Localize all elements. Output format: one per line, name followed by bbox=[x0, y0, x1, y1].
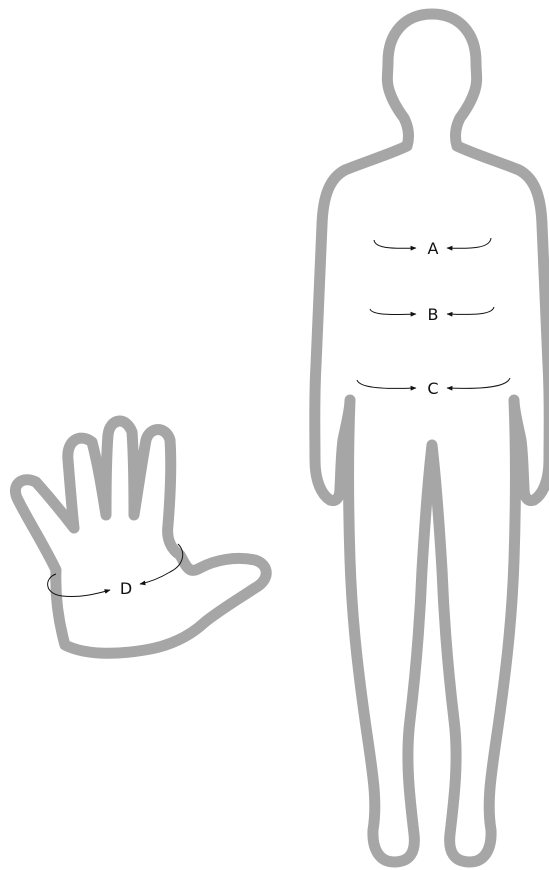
measurement-c-right-arrow bbox=[447, 378, 510, 388]
hand-silhouette bbox=[15, 421, 266, 653]
measurement-c-label: C bbox=[427, 379, 438, 398]
body-silhouette bbox=[315, 14, 549, 862]
measurement-a-left-arrow bbox=[374, 240, 416, 248]
measurement-b-right-arrow bbox=[447, 307, 494, 314]
measurement-b-label: B bbox=[428, 305, 439, 324]
measurement-b-left-arrow bbox=[370, 309, 416, 314]
measurement-c-left-arrow bbox=[357, 380, 416, 388]
measurement-a-label: A bbox=[428, 239, 439, 258]
measurement-a-right-arrow bbox=[447, 238, 491, 248]
measurement-d-label: D bbox=[120, 579, 132, 598]
